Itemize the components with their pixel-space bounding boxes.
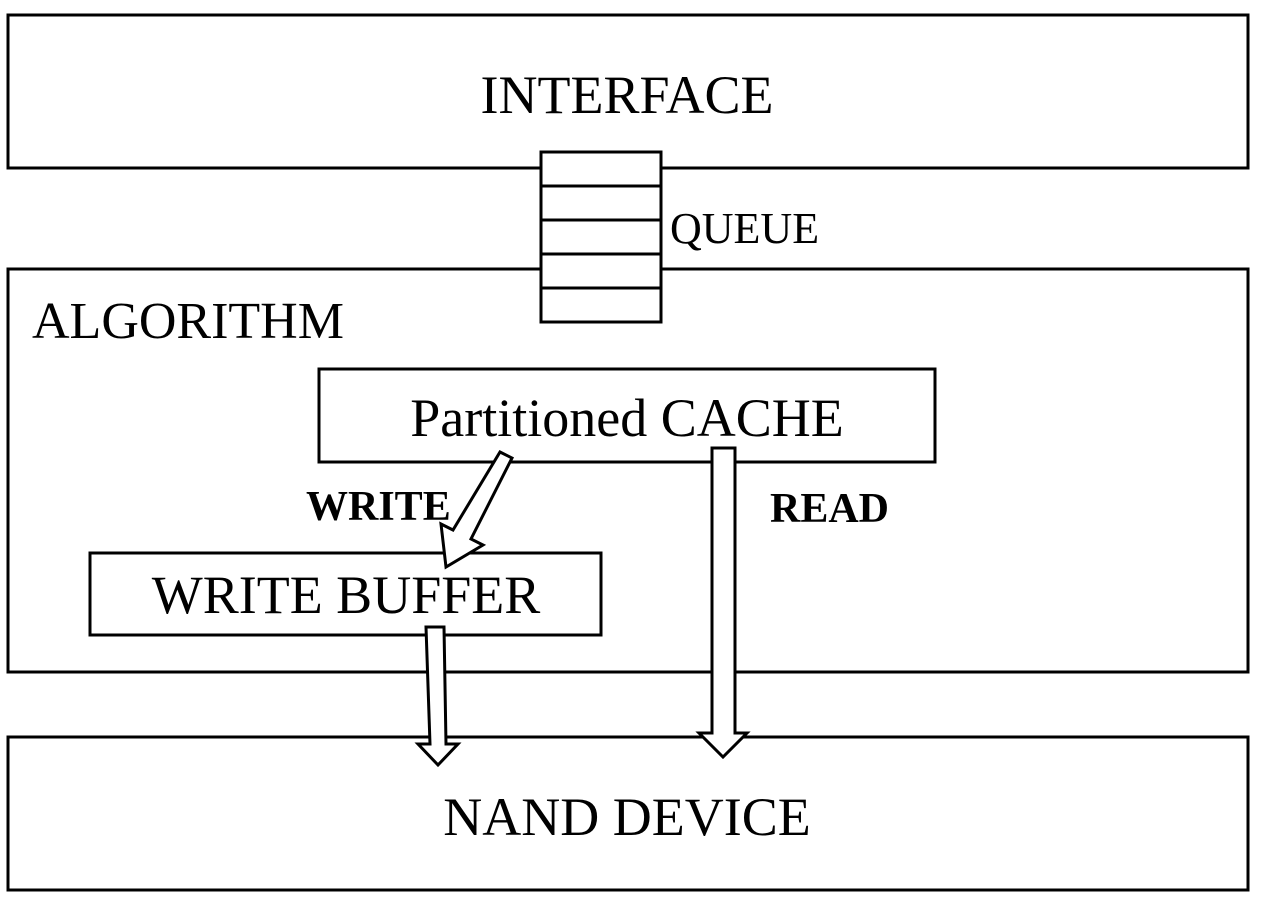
queue-slot [539, 252, 663, 290]
algorithm-label: ALGORITHM [32, 293, 344, 350]
cache-block: Partitioned CACHE [317, 367, 937, 464]
queue-label: QUEUE [670, 204, 819, 253]
write-arrow: WRITE [306, 450, 515, 570]
interface-label: INTERFACE [481, 65, 774, 125]
flush-arrow [414, 625, 462, 768]
write-buffer-box [88, 551, 603, 637]
queue-slot [539, 184, 663, 222]
queue-slot [539, 218, 663, 256]
cache-label: Partitioned CACHE [410, 388, 843, 448]
read-arrow-shape [695, 446, 751, 760]
nand-device-label: NAND DEVICE [443, 787, 810, 847]
write-arrow-shape [439, 450, 515, 570]
cache-box [317, 367, 937, 464]
queue: QUEUE [539, 150, 819, 324]
nand-device-box [6, 735, 1250, 892]
write-buffer-block: WRITE BUFFER [88, 551, 603, 637]
write-buffer-label: WRITE BUFFER [152, 565, 541, 625]
queue-slot [539, 150, 663, 188]
nand-device-block: NAND DEVICE [6, 735, 1250, 892]
queue-slot [539, 286, 663, 324]
write-arrow-label: WRITE [306, 484, 451, 530]
interface-box [6, 13, 1250, 170]
read-arrow: READ [695, 446, 889, 760]
read-arrow-label: READ [770, 486, 889, 532]
flush-arrow-shape [414, 625, 462, 768]
interface-block: INTERFACE [6, 13, 1250, 170]
